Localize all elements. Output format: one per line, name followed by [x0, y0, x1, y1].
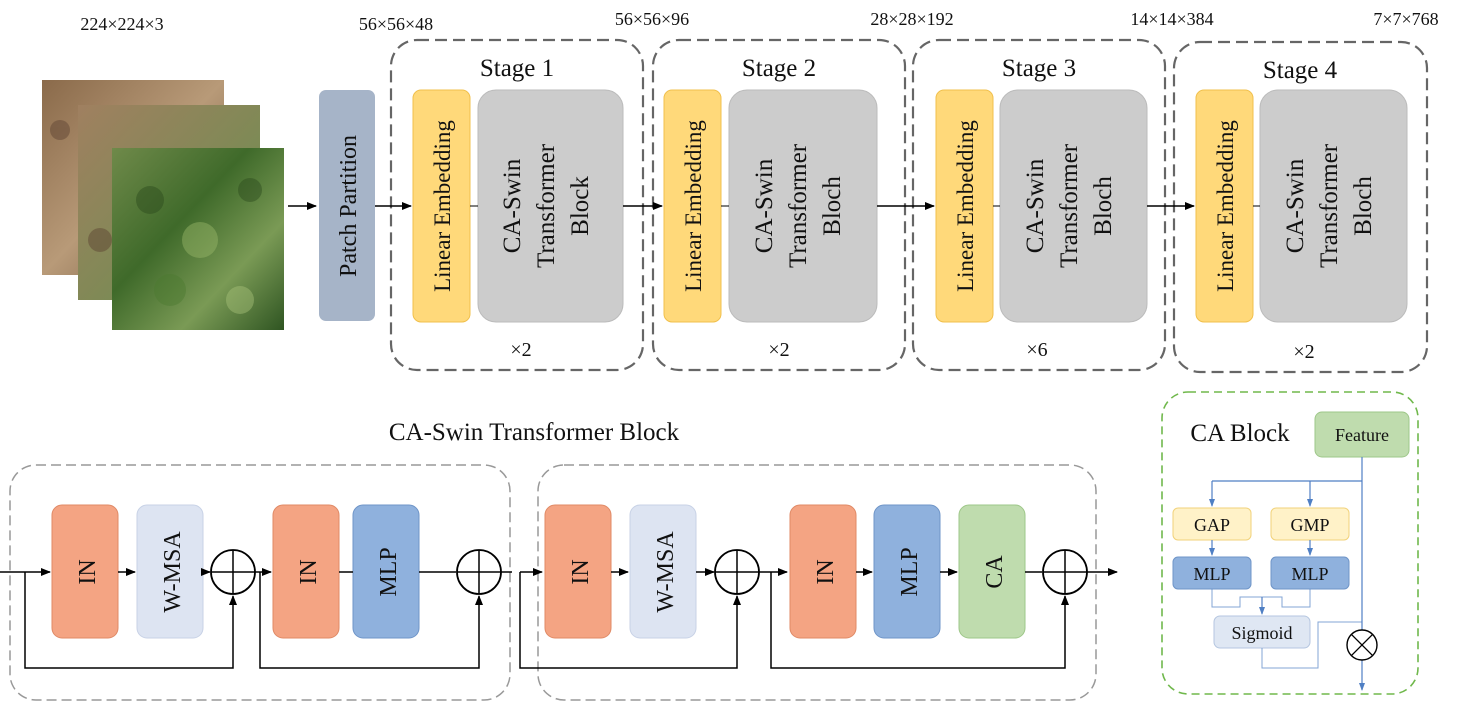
patch-partition-box	[319, 90, 375, 321]
ca-block: CA Block Feature GAP GMP MLP MLP Sigmoid	[1161, 391, 1419, 695]
stage-4-block-line3: Bloch	[1350, 176, 1377, 236]
input-image-stack	[42, 80, 284, 330]
dim-input: 224×224×3	[80, 14, 163, 34]
stage-1-block-line3: Block	[567, 176, 594, 236]
stage-3-block-line1: CA-Swin	[1022, 158, 1049, 253]
block1-mlp-label: MLP	[376, 547, 402, 596]
stage-1-repeat: ×2	[510, 339, 531, 361]
swin-block-1: IN W-MSA IN MLP	[0, 504, 512, 669]
stage-3-block-line3: Bloch	[1090, 176, 1117, 236]
stage-3: Stage 3 Linear Embedding CA-Swin Transfo…	[911, 38, 1167, 372]
patch-partition-label: Patch Partition	[336, 135, 362, 277]
stage-4-block-line1: CA-Swin	[1282, 158, 1309, 253]
ca-sigmoid-label: Sigmoid	[1231, 623, 1292, 643]
ca-mlp1-label: MLP	[1193, 564, 1230, 584]
block1-in1-label: IN	[75, 559, 101, 584]
block2-in2-label: IN	[813, 559, 839, 584]
stage-1-title: Stage 1	[480, 55, 554, 82]
block1-wmsa-label: W-MSA	[160, 531, 186, 613]
ca-swin-title: CA-Swin Transformer Block	[389, 419, 680, 446]
stage-4-block-line2: Transformer	[1316, 143, 1343, 268]
stage-4: Stage 4 Linear Embedding CA-Swin Transfo…	[1172, 40, 1429, 374]
stage-1-block-line2: Transformer	[533, 143, 560, 268]
stage-2-embed-label: Linear Embedding	[681, 120, 706, 292]
swin-block-1-container	[9, 464, 511, 701]
stage-2-block-line1: CA-Swin	[751, 158, 778, 253]
ca-mlp2-label: MLP	[1291, 564, 1328, 584]
ca-block-title: CA Block	[1190, 420, 1290, 447]
dim-after-patch: 56×56×48	[359, 14, 433, 34]
stage-4-repeat: ×2	[1293, 341, 1314, 363]
stage-2: Stage 2 Linear Embedding CA-Swin Transfo…	[651, 38, 907, 372]
swin-block-2: IN W-MSA IN MLP CA	[519, 504, 1118, 669]
stage-4-embed-label: Linear Embedding	[1213, 120, 1238, 292]
stage-2-block-line3: Bloch	[819, 176, 846, 236]
stage-4-title: Stage 4	[1263, 57, 1338, 84]
stage-1-block-line1: CA-Swin	[499, 158, 526, 253]
dim-stage4-out: 7×7×768	[1373, 9, 1438, 29]
block2-mlp-label: MLP	[897, 547, 923, 596]
stage-3-block-line2: Transformer	[1056, 143, 1083, 268]
ca-gap-label: GAP	[1194, 515, 1230, 535]
stage-3-title: Stage 3	[1002, 55, 1076, 82]
dim-stage1-out: 56×56×96	[615, 9, 689, 29]
dim-stage3-out: 14×14×384	[1130, 9, 1213, 29]
stage-3-embed-label: Linear Embedding	[953, 120, 978, 292]
block1-in2-label: IN	[296, 559, 322, 584]
stage-1-embed-label: Linear Embedding	[430, 120, 455, 292]
block2-in1-label: IN	[568, 559, 594, 584]
ca-gmp-label: GMP	[1290, 515, 1329, 535]
stage-2-title: Stage 2	[742, 55, 816, 82]
stage-1: Stage 1 Linear Embedding CA-Swin Transfo…	[389, 38, 645, 372]
dim-stage2-out: 28×28×192	[870, 9, 953, 29]
block2-ca-label: CA	[982, 555, 1008, 589]
stage-2-repeat: ×2	[768, 339, 789, 361]
stage-2-block-line2: Transformer	[785, 143, 812, 268]
stage-3-repeat: ×6	[1026, 339, 1047, 361]
ca-feature-label: Feature	[1335, 425, 1389, 445]
block2-wmsa-label: W-MSA	[653, 531, 679, 613]
swin-block-2-container	[537, 464, 1097, 701]
